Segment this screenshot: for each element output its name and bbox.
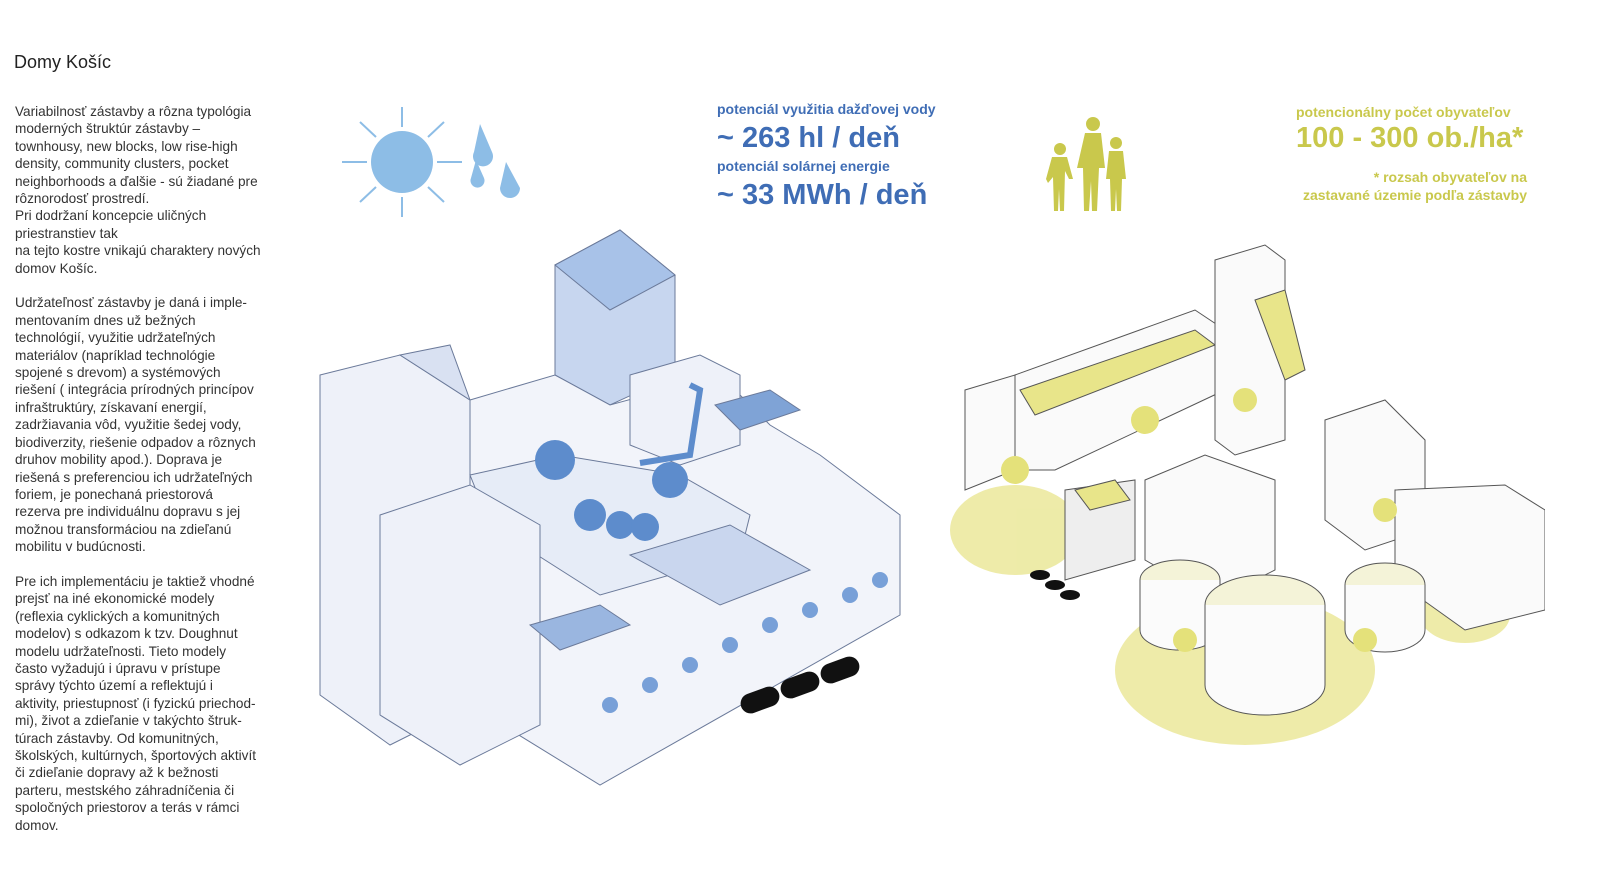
rainwater-value: ~ 263 hl / deň [717,122,900,154]
page-title: Domy Košíc [14,52,112,72]
blue-block-axonometry [319,229,901,786]
solar-value: ~ 33 MWh / deň [717,179,928,211]
description-text: Variabilnosť zástavby a rôzna typológia … [15,103,283,851]
raindrops-icon [470,124,520,198]
solar-label: potenciál solárnej energie [717,158,890,174]
population-label: potencionálny počet obyvateľov [1296,104,1511,120]
population-value: 100 - 300 ob./ha* [1296,122,1524,154]
population-note-line2: zastavané územie podľa zástavby [1302,187,1527,203]
rainwater-label: potenciál využitia dažďovej vody [717,101,936,117]
yellow-block-axonometry [950,244,1545,745]
family-icon [1046,117,1126,211]
population-note: * rozsah obyvateľov na zastavané územie … [1303,168,1527,204]
sun-icon [342,107,462,217]
paragraph-variability: Variabilnosť zástavby a rôzna typológia … [15,104,261,276]
population-note-line1: * rozsah obyvateľov na [1373,169,1527,185]
paragraph-economic-models: Pre ich implementáciu je taktiež vhodné … [15,573,256,833]
paragraph-sustainability: Udržateľnosť zástavby je daná i imple- m… [15,295,256,555]
